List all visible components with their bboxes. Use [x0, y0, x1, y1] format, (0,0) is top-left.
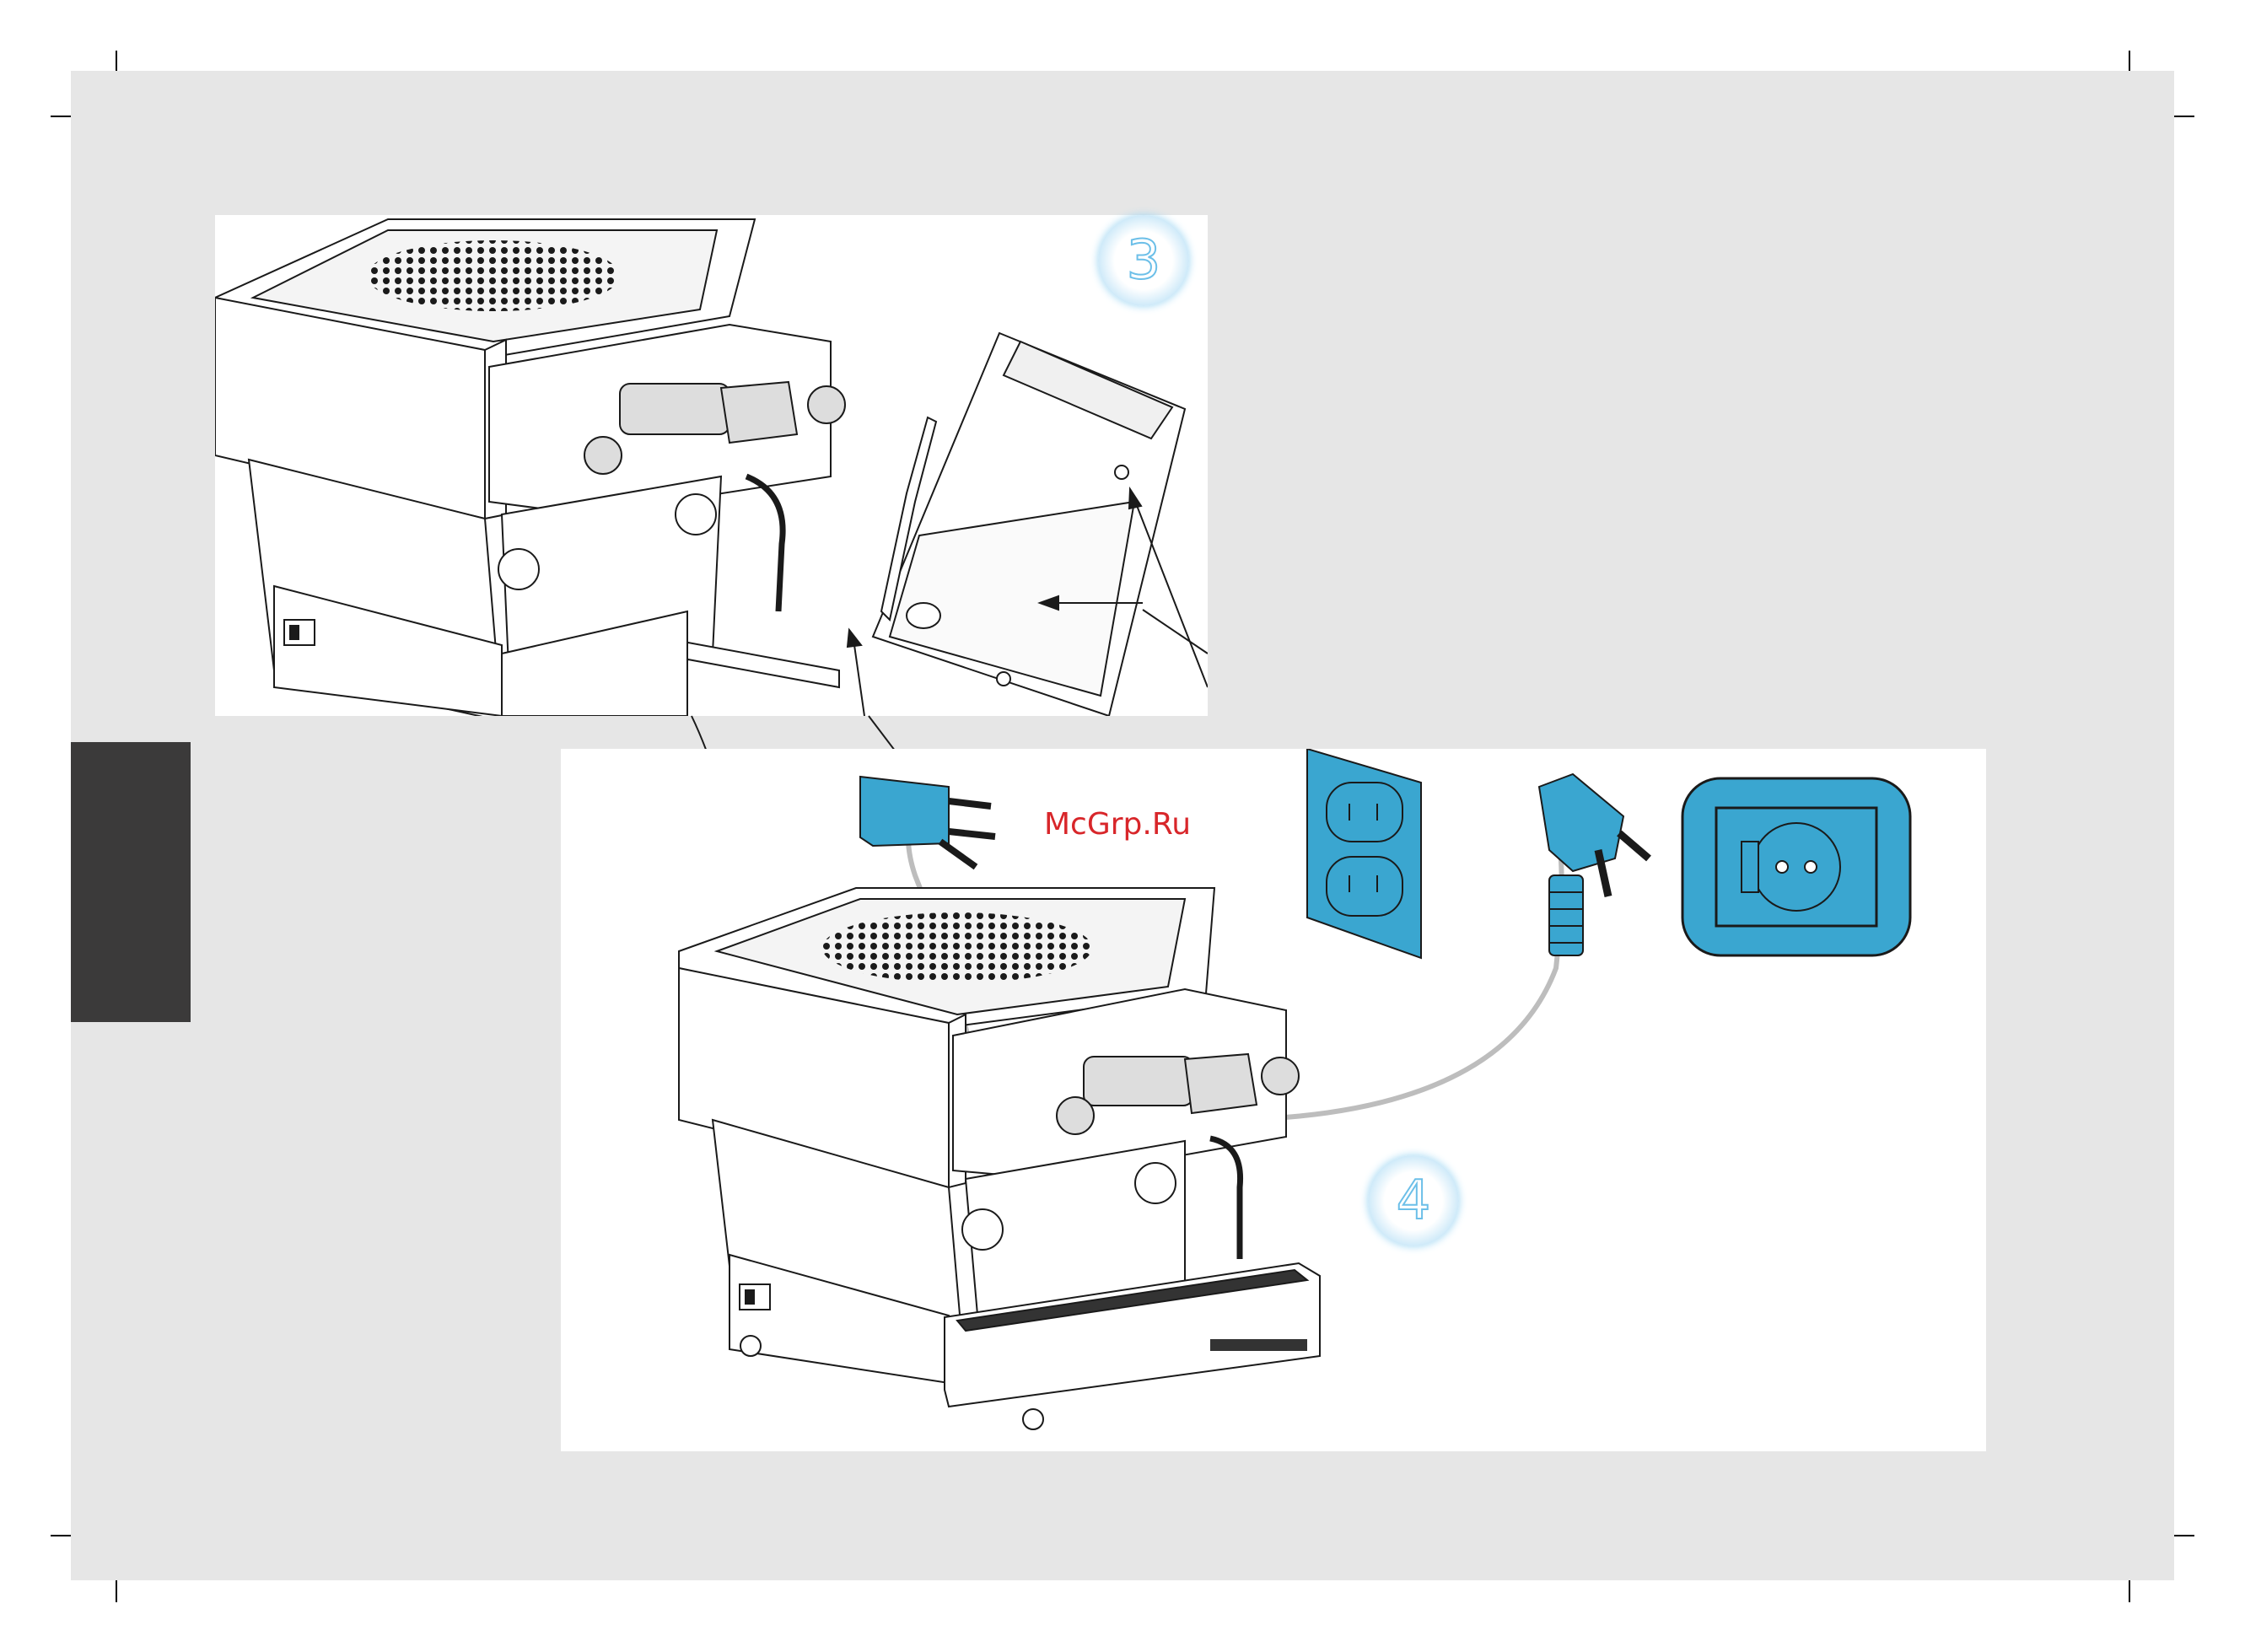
espresso-machine-icon	[679, 888, 1320, 1429]
section-side-tab	[71, 742, 191, 1022]
step-3-illustration	[215, 215, 1208, 716]
step-4-illustration-panel	[561, 749, 1986, 1451]
step-3-badge: 3	[1098, 215, 1189, 306]
watermark-text: McGrp.Ru	[1044, 807, 1191, 842]
schuko-plug-icon	[1539, 774, 1649, 955]
schuko-wall-socket-icon	[1682, 778, 1910, 955]
step-4-badge: 4	[1368, 1155, 1459, 1246]
us-wall-outlet-icon	[1307, 749, 1421, 958]
us-plug-icon	[860, 777, 995, 867]
espresso-machine-icon	[215, 219, 845, 716]
water-tank-icon	[873, 333, 1185, 716]
step-3-illustration-panel	[215, 215, 1208, 716]
step-4-illustration	[561, 749, 1986, 1451]
